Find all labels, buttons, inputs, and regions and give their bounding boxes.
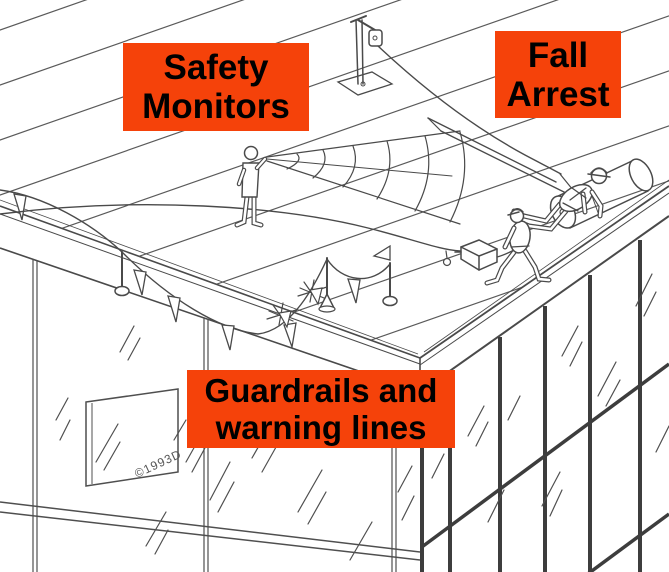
lifeline-rope [0,204,517,271]
glass-reflections-right [431,273,669,523]
label-fall-arrest: Fall Arrest [495,31,621,118]
rope-grab-anchor [454,239,498,271]
safety-monitor-figure [234,145,268,228]
cap-icon [510,208,524,214]
warning-line [0,189,398,351]
label-guard-line2: warning lines [215,409,427,446]
pulley-block [368,29,383,47]
label-safety-line1: Safety [163,48,269,87]
hard-hat-icon [590,167,608,174]
left-parapet [0,199,421,393]
sound-waves-icon [266,130,466,225]
label-guardrails-warning-lines: Guardrails and warning lines [187,370,455,448]
fall-arrest-rope [377,45,562,175]
flag-cluster [266,279,328,329]
pennant-flags [13,193,361,351]
label-fall-line2: Arrest [506,74,610,114]
door-outline [85,388,179,487]
label-safety-line2: Monitors [142,87,290,126]
harness-straps [562,187,587,212]
anchor-post [336,15,562,175]
label-fall-line1: Fall [527,35,589,75]
standing-worker-figure [484,208,552,286]
label-guard-line1: Guardrails and [204,372,438,409]
left-facade-mullions [0,259,420,572]
warning-line-stanchion [114,244,398,313]
label-safety-monitors: Safety Monitors [123,43,309,131]
